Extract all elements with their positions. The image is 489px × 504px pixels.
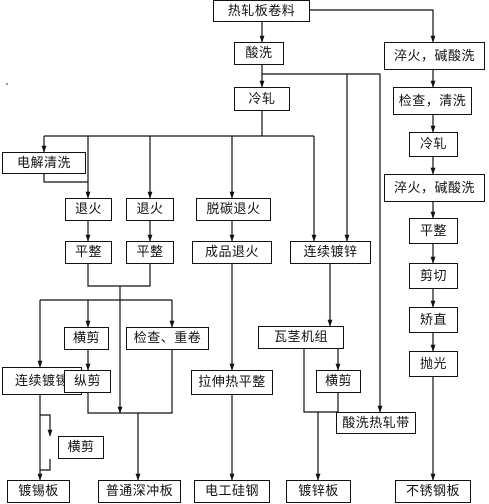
node-anneal-1: 退火	[65, 198, 112, 221]
node-temper-1: 平整	[65, 241, 112, 264]
node-ss-polish: 抛光	[409, 351, 458, 377]
node-cross-cut-2: 横剪	[58, 436, 104, 459]
node-ss-quench-pickle-1: 淬火，碱酸洗	[384, 42, 485, 70]
node-continuous-galvanizing: 连续镀锌	[290, 241, 371, 264]
node-pickled-hot-strip: 酸洗热轧带	[336, 412, 416, 434]
node-temper-2: 平整	[126, 241, 174, 264]
node-silicon-steel: 电工硅钢	[194, 480, 270, 503]
node-pickling: 酸洗	[234, 42, 284, 65]
node-ss-shear: 剪切	[409, 263, 458, 289]
node-finished-anneal: 成品退火	[192, 241, 272, 264]
node-slitting: 纵剪	[64, 370, 111, 393]
node-anneal-2: 退火	[126, 198, 174, 221]
node-stainless-sheet: 不锈钢板	[395, 480, 471, 503]
node-electrolytic-cleaning: 电解清洗	[2, 152, 86, 174]
node-swiss-line: 瓦茎机组	[258, 326, 344, 349]
node-ss-quench-pickle-2: 淬火，碱酸洗	[384, 174, 485, 202]
node-ss-straighten: 矫直	[409, 307, 458, 333]
node-decarb-anneal: 脱碳退火	[196, 198, 271, 221]
node-ss-cold-rolling: 冷轧	[409, 132, 458, 157]
node-deep-draw-sheet: 普通深冲板	[98, 480, 181, 503]
node-cross-cut-1: 横剪	[64, 327, 109, 350]
node-ss-temper: 平整	[409, 218, 458, 244]
node-cold-rolling: 冷轧	[234, 87, 290, 111]
node-cross-cut-3: 横剪	[316, 370, 361, 393]
node-stretch-flatten: 拉伸热平整	[191, 370, 273, 395]
node-tinplate: 镀锡板	[7, 480, 70, 503]
node-ss-inspect-clean: 检查，清洗	[393, 87, 472, 115]
node-galvanized-sheet: 镀锌板	[286, 480, 351, 503]
node-inspect-recoil: 检查、重卷	[126, 327, 209, 350]
node-hot-rolled-coil: 热轧板卷料	[213, 0, 310, 22]
